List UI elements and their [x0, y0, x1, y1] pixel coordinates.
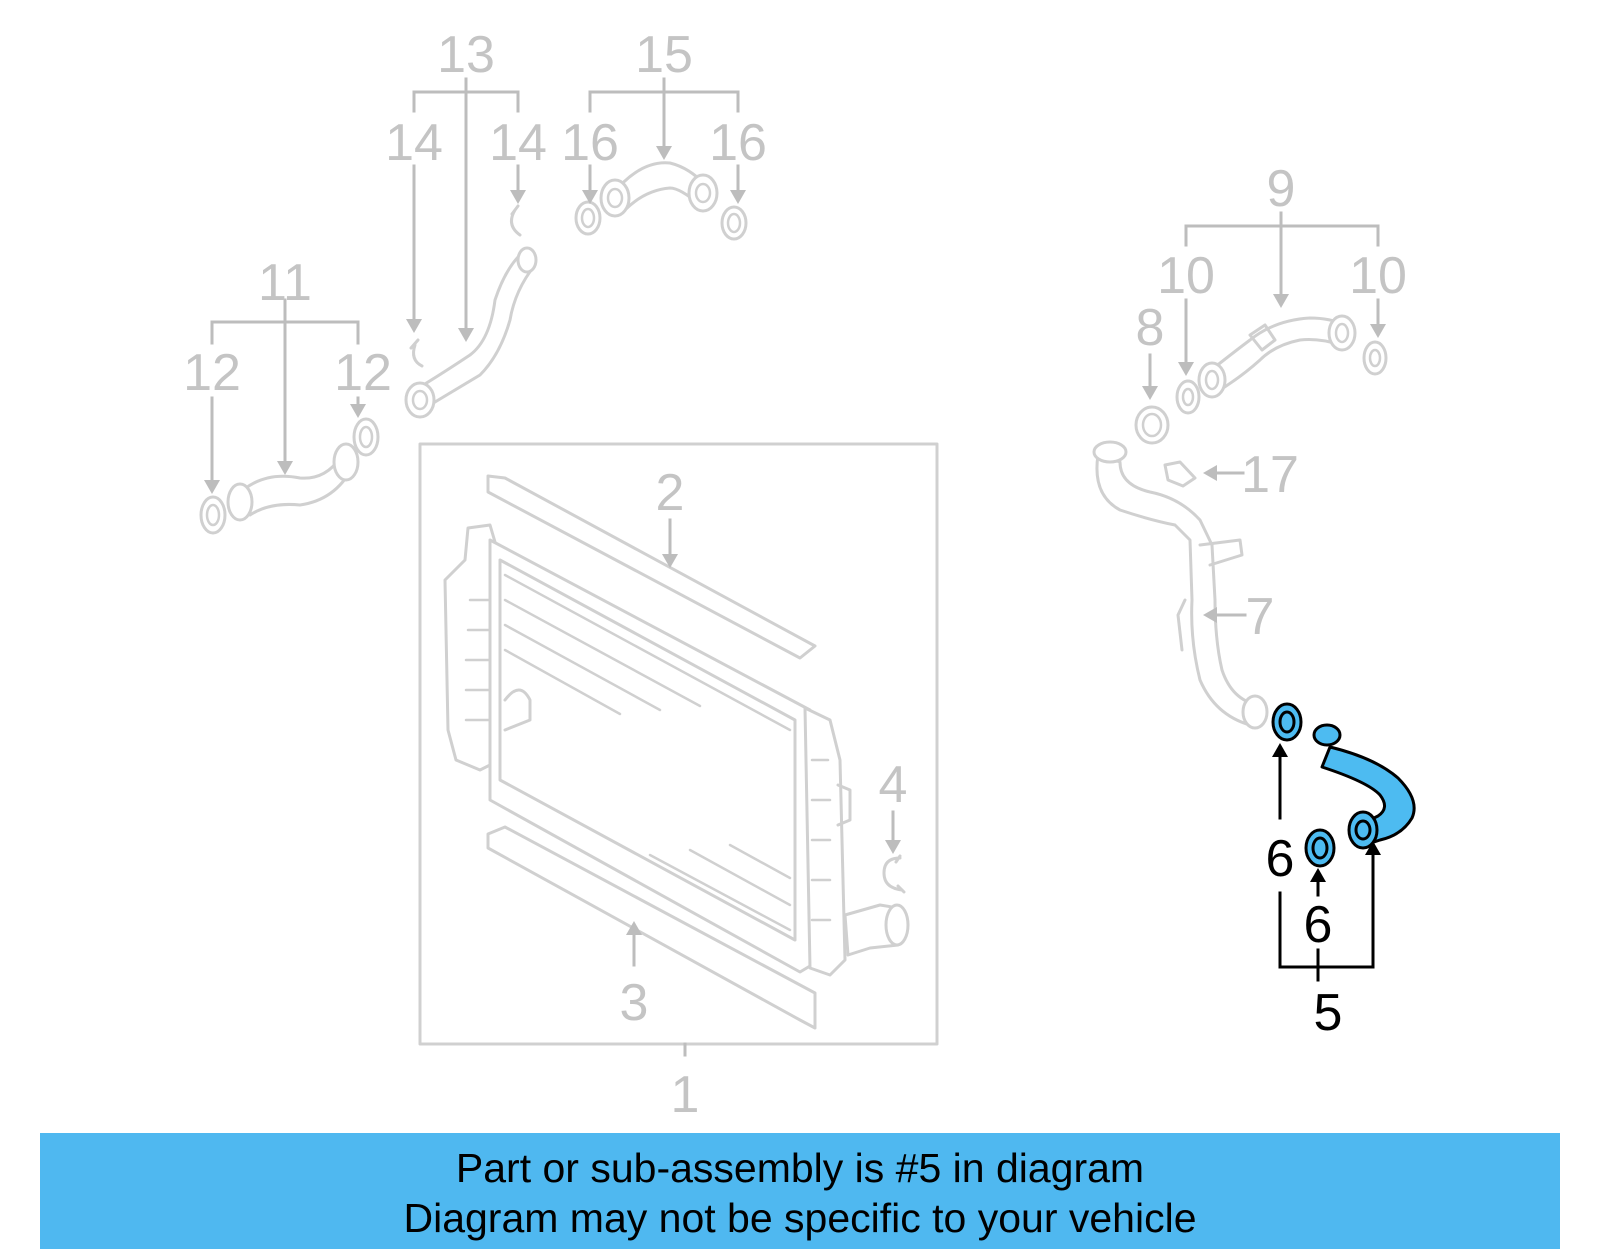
- hose-13-group: [404, 204, 538, 419]
- upper-seal-strip: [486, 474, 817, 660]
- callout-15: 15: [635, 26, 693, 84]
- clip-part-4: [882, 854, 906, 894]
- lower-seal-strip: [486, 825, 817, 1030]
- callout-3: 3: [620, 974, 649, 1032]
- callout-2: 2: [656, 464, 685, 522]
- pipe-part-7: [1092, 440, 1269, 730]
- callout-8: 8: [1136, 299, 1165, 357]
- callout-14-left: 14: [385, 114, 443, 172]
- callout-6-left: 6: [1266, 830, 1295, 888]
- leader-lines-dimmed: [204, 77, 1386, 967]
- hose-11-group: [199, 417, 380, 535]
- callout-labels: 1 2 3 4 5 6 6 7 8 9 10 10 11 12 12 13 14…: [183, 26, 1407, 1124]
- info-banner: Part or sub-assembly is #5 in diagram Di…: [40, 1133, 1560, 1249]
- highlighted-gasket-6a: [1271, 702, 1303, 742]
- callout-12-left: 12: [183, 344, 241, 402]
- callout-11: 11: [258, 254, 312, 312]
- highlighted-hose-part-5: [1312, 723, 1416, 850]
- callout-6-right: 6: [1304, 896, 1333, 954]
- callout-10-left: 10: [1157, 247, 1215, 305]
- callout-10-right: 10: [1349, 247, 1407, 305]
- intercooler-frame: [418, 442, 939, 1046]
- callout-16-left: 16: [561, 114, 619, 172]
- callout-14-right: 14: [489, 114, 547, 172]
- hose-9-group: [1175, 314, 1388, 415]
- intercooler-core: [443, 523, 910, 977]
- hose-15-group: [574, 161, 748, 241]
- banner-line-part-info: Part or sub-assembly is #5 in diagram: [455, 1145, 1145, 1191]
- callout-16-right: 16: [709, 114, 767, 172]
- sensor-part-17: [1163, 460, 1197, 488]
- callout-1: 1: [671, 1066, 700, 1124]
- callout-4: 4: [879, 756, 908, 814]
- banner-line-disclaimer: Diagram may not be specific to your vehi…: [403, 1195, 1197, 1241]
- highlighted-gasket-6b: [1304, 828, 1336, 868]
- clamp-part-8: [1134, 405, 1170, 445]
- intercooler-box-group: [418, 442, 939, 1057]
- callout-13: 13: [437, 26, 495, 84]
- callout-5: 5: [1314, 984, 1343, 1042]
- callout-12-right: 12: [334, 344, 392, 402]
- leader-lines-active: [1272, 743, 1381, 982]
- callout-7: 7: [1246, 588, 1275, 646]
- callout-17: 17: [1241, 446, 1299, 504]
- parts-diagram: 1 2 3 4 5 6 6 7 8 9 10 10 11 12 12 13 14…: [183, 26, 1416, 1124]
- callout-9: 9: [1267, 160, 1296, 218]
